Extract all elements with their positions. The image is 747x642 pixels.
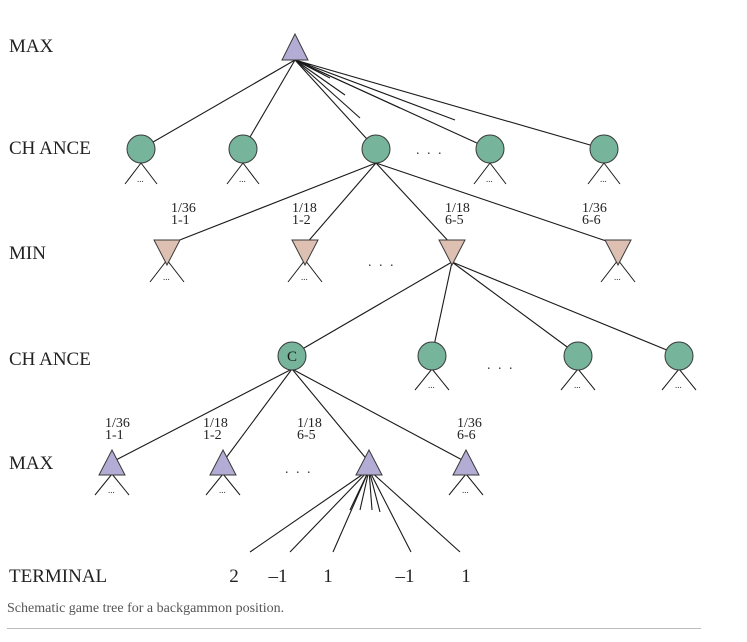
chance-node [589,134,619,164]
edge-roll: 6-5 [445,213,464,228]
ellipsis: . . . [368,255,396,270]
min-node [291,239,319,267]
stub-ellipsis: ... [137,174,144,184]
edge-label-upper-1: 1/36 1-1 [171,201,196,228]
chance-node-c [277,341,307,371]
stub-ellipsis: ... [462,485,469,495]
ellipsis: . . . [416,143,444,158]
level-label-chance-mid: CH ANCE [9,349,91,370]
edge-label-upper-4: 1/36 6-6 [582,201,607,228]
terminal-value: 1 [461,566,471,587]
max-node [355,448,383,476]
level-label-max-top: MAX [9,36,54,57]
max-node [98,448,126,476]
terminal-value: 2 [229,566,239,587]
edge-label-upper-2: 1/18 1-2 [292,201,317,228]
edges-max-to-terminal [249,469,461,553]
edge-roll: 1-2 [292,213,311,228]
caption-divider [7,628,701,629]
chance-node [228,134,258,164]
terminal-value: –1 [268,566,288,587]
edge-prob: 1/36 [582,201,607,216]
edge-prob: 1/18 [292,201,317,216]
max-node [452,448,480,476]
stub-ellipsis: ... [675,380,682,390]
stub-ellipsis: ... [301,272,308,282]
chance-node [563,341,593,371]
stub-ellipsis: ... [108,485,115,495]
edge-label-lower-3: 1/18 6-5 [297,416,322,443]
stub-ellipsis: ... [574,380,581,390]
edge-label-lower-2: 1/18 1-2 [203,416,228,443]
edge-prob: 1/18 [445,201,470,216]
chance-node [475,134,505,164]
edges-chance-to-max [111,368,467,463]
terminal-value: –1 [395,566,415,587]
ellipsis: . . . [285,462,313,477]
edge-label-upper-3: 1/18 6-5 [445,201,470,228]
chance-node [417,341,447,371]
min-node [153,239,181,267]
level-label-min: MIN [9,243,46,264]
edges-chance-to-min [166,162,619,246]
chance-node [664,341,694,371]
max-node-root [281,32,309,61]
edge-prob: 1/18 [297,416,322,431]
edges-root-to-chance [140,59,605,150]
stub-ellipsis: ... [163,272,170,282]
edge-prob: 1/36 [457,416,482,431]
edge-label-lower-1: 1/36 1-1 [105,416,130,443]
edge-roll: 1-2 [203,428,222,443]
chance-node-letter: C [287,349,297,365]
edge-prob: 1/18 [203,416,228,431]
terminal-value: 1 [323,566,333,587]
level-label-chance-top: CH ANCE [9,138,91,159]
stub-ellipsis: ... [486,174,493,184]
level-label-max-bottom: MAX [9,453,54,474]
level-label-terminal: TERMINAL [9,566,107,587]
stub-ellipsis: ... [428,380,435,390]
edge-roll: 1-1 [171,213,190,228]
edge-roll: 6-5 [297,428,316,443]
chance-node [361,134,391,164]
stub-ellipsis: ... [614,272,621,282]
ellipsis: . . . [487,358,515,373]
edge-roll: 6-6 [582,213,601,228]
figure-caption: Schematic game tree for a backgammon pos… [7,601,285,616]
edge-roll: 1-1 [105,428,124,443]
edge-label-lower-4: 1/36 6-6 [457,416,482,443]
edges-min-to-chance [291,261,680,356]
game-tree-diagram: MAX CH ANCE MIN CH ANCE MAX TERMINAL [9,32,697,587]
edge-prob: 1/36 [105,416,130,431]
stub-ellipses: ... ... ... ... ... ... ... ... ... ... … [108,174,682,495]
min-node [438,239,466,267]
stub-ellipsis: ... [219,485,226,495]
max-node [209,448,237,476]
node-stubs [94,162,697,496]
edge-prob: 1/36 [171,201,196,216]
chance-node [126,134,156,164]
stub-ellipsis: ... [239,174,246,184]
edge-roll: 6-6 [457,428,476,443]
min-node [604,239,632,267]
stub-ellipsis: ... [600,174,607,184]
